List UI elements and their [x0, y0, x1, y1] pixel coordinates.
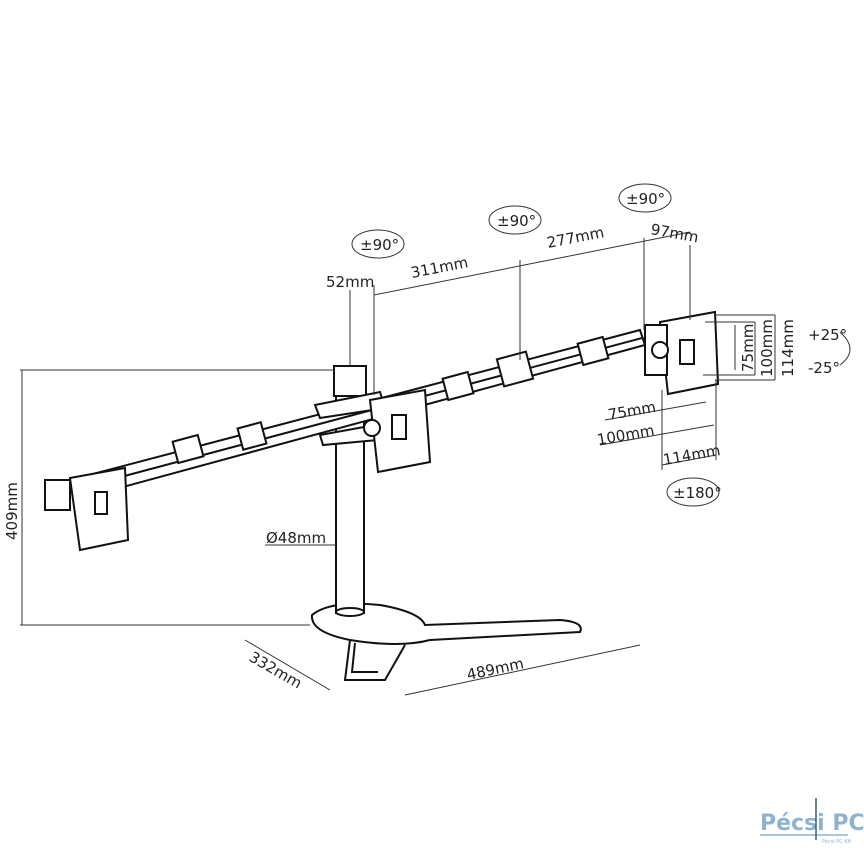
end-offset-label: 97mm [649, 220, 700, 246]
vesa-vertical-114-label: 114mm [779, 319, 797, 377]
pole-height-label: 409mm [3, 482, 21, 540]
vesa-plate-left [44, 466, 130, 552]
base [310, 602, 582, 681]
tilt-up-label: +25° [808, 326, 847, 344]
logo-subtext: Pécsi PC Kft. [822, 838, 853, 845]
offset-label: 52mm [326, 273, 374, 291]
pole-diameter-label: Ø48mm [266, 529, 326, 547]
vesa-vertical-75-label: 75mm [739, 324, 757, 372]
middle-arm-rotation-label: ±90° [497, 212, 536, 230]
vesa-plate-right [644, 310, 720, 396]
right-segment-label: 277mm [545, 223, 605, 252]
logo-text: Pécsi PC [760, 811, 864, 836]
tilt-down-label: -25° [808, 359, 840, 377]
dimension-lines [20, 231, 776, 696]
vesa-vertical-100-label: 100mm [758, 319, 776, 377]
swivel-label: ±180° [673, 484, 722, 502]
vesa-horizontal-100-label: 100mm [596, 421, 656, 449]
base-width-label: 489mm [465, 654, 525, 684]
vesa-plate-middle [363, 388, 432, 474]
left-arm-rotation-label: ±90° [360, 236, 399, 254]
rotation-arrows [351, 183, 851, 507]
right-arm-rotation-label: ±90° [626, 190, 665, 208]
logo: Pécsi PC Pécsi PC Kft. [760, 798, 864, 845]
vesa-horizontal-114-label: 114mm [662, 441, 722, 469]
vesa-horizontal-75-label: 75mm [607, 398, 658, 424]
